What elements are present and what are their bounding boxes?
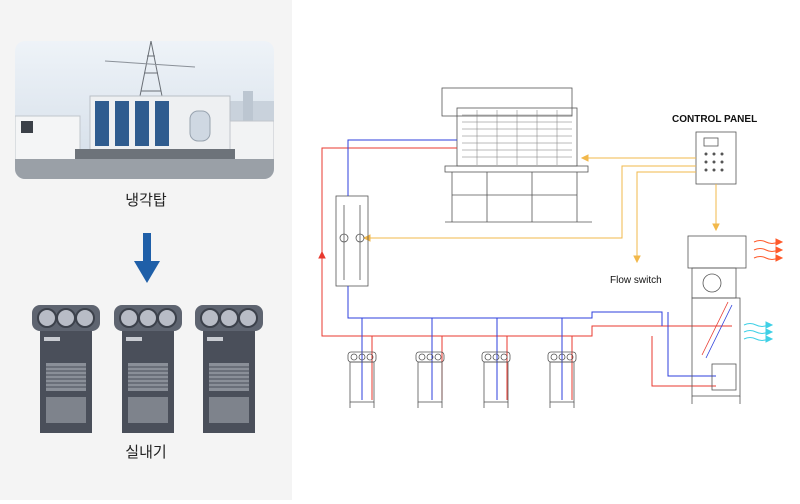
control-panel-label: CONTROL PANEL [672, 114, 758, 125]
hot-air-arrows-icon [753, 238, 784, 262]
indoor-unit-drawings [347, 351, 577, 408]
down-arrow-icon [134, 233, 160, 289]
signal-lines [362, 154, 720, 264]
return-lines [347, 139, 716, 400]
control-panel-drawing [695, 131, 737, 185]
system-diagram: CONTROL PANEL Flow switch [292, 0, 800, 500]
cold-air-arrows-icon [743, 321, 774, 343]
supply-lines [318, 147, 732, 400]
cooling-tower-photo [15, 41, 274, 179]
indoor-units-illustration [32, 304, 267, 439]
flow-switch-label: Flow switch [610, 275, 662, 286]
cooling-tower-label: 냉각탑 [125, 191, 167, 209]
pump-station-drawing [335, 195, 369, 287]
cabinet-unit-drawing [687, 235, 747, 404]
left-panel: 냉각탑 [0, 0, 292, 500]
cooling-tower-drawing [441, 87, 592, 223]
indoor-unit-label: 실내기 [125, 443, 167, 461]
